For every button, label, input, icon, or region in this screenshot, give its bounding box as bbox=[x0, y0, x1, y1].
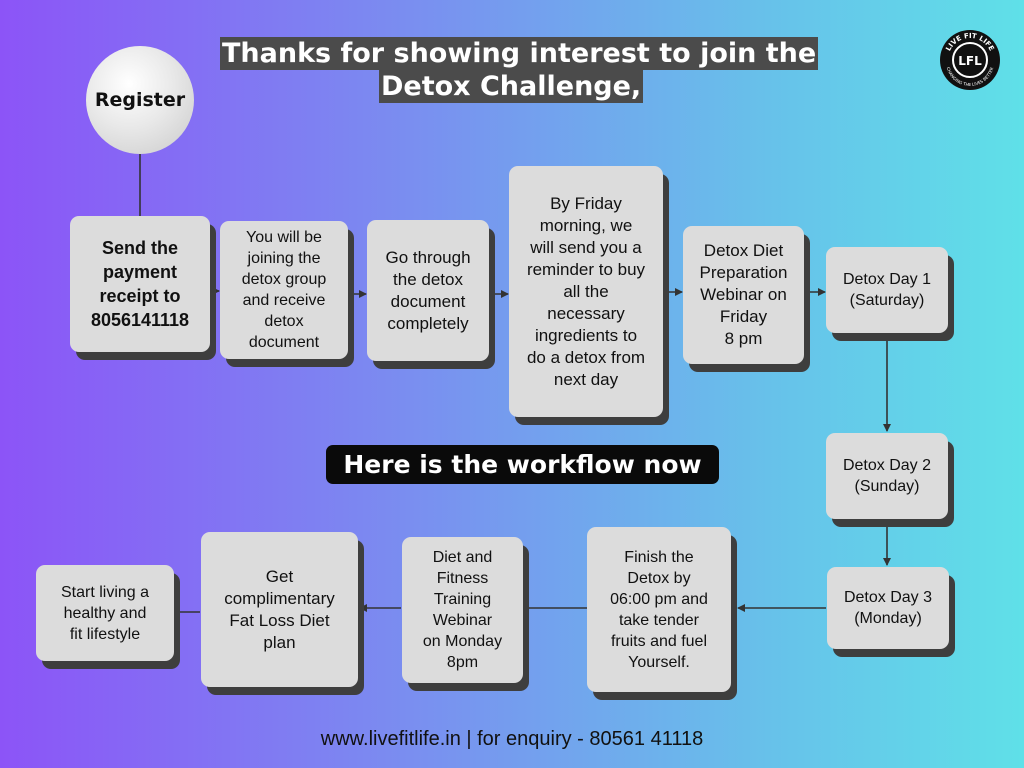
step-preparation-webinar: Detox Diet Preparation Webinar on Friday… bbox=[683, 226, 804, 364]
document-line-3: document bbox=[390, 291, 466, 311]
document-line-1: Go through bbox=[385, 247, 471, 267]
plan-line-4: plan bbox=[263, 632, 296, 652]
day3-line-2: (Monday) bbox=[854, 610, 922, 627]
webinar-line-2: Preparation bbox=[699, 263, 788, 282]
step-training-webinar: Diet and Fitness Training Webinar on Mon… bbox=[402, 537, 523, 683]
group-line-6: document bbox=[248, 334, 320, 351]
day3-line-1: Detox Day 3 bbox=[843, 589, 933, 606]
finish-line-6: Yourself. bbox=[628, 653, 690, 671]
finish-line-1: Finish the bbox=[624, 548, 694, 566]
payment-line-3: receipt to bbox=[99, 286, 181, 306]
step-detox-day-1: Detox Day 1 (Saturday) bbox=[826, 247, 948, 333]
day2-line-2: (Sunday) bbox=[854, 478, 920, 495]
lifestyle-line-2: healthy and bbox=[63, 604, 147, 622]
reminder-line-3: will send you a bbox=[530, 237, 642, 257]
document-line-2: the detox bbox=[393, 269, 463, 289]
training-line-2: Fitness bbox=[436, 570, 489, 587]
reminder-line-5: all the bbox=[563, 281, 609, 301]
group-line-4: and receive bbox=[242, 292, 326, 309]
footer-contact: www.livefitlife.in | for enquiry - 80561… bbox=[320, 728, 704, 750]
group-line-3: detox group bbox=[241, 271, 327, 288]
register-label: Register bbox=[94, 89, 186, 111]
step-send-payment-receipt: Send the payment receipt to 8056141118 bbox=[70, 216, 210, 352]
webinar-line-3: Webinar on bbox=[700, 285, 787, 304]
training-line-3: Training bbox=[433, 591, 492, 608]
register-circle: Register bbox=[86, 46, 194, 154]
workflow-banner-label: Here is the workflow now bbox=[343, 450, 702, 479]
group-line-1: You will be bbox=[246, 229, 322, 246]
step-start-healthy-lifestyle: Start living a healthy and fit lifestyle bbox=[36, 565, 174, 661]
training-line-5: on Monday bbox=[422, 633, 503, 650]
payment-line-1: Send the bbox=[101, 238, 178, 258]
step-detox-day-2: Detox Day 2 (Sunday) bbox=[826, 433, 948, 519]
step-go-through-document: Go through the detox document completely bbox=[367, 220, 489, 361]
day1-line-2: (Saturday) bbox=[849, 292, 925, 309]
webinar-line-5: 8 pm bbox=[724, 329, 763, 348]
training-line-4: Webinar bbox=[432, 612, 493, 629]
reminder-line-6: necessary bbox=[547, 303, 625, 323]
reminder-line-9: next day bbox=[553, 369, 619, 389]
plan-line-3: Fat Loss Diet bbox=[229, 610, 330, 630]
payment-line-2: payment bbox=[102, 262, 178, 282]
reminder-line-4: reminder to buy bbox=[526, 259, 646, 279]
logo-monogram: LFL bbox=[958, 54, 982, 68]
day2-line-1: Detox Day 2 bbox=[842, 457, 932, 474]
day1-line-1: Detox Day 1 bbox=[842, 271, 932, 288]
finish-line-5: fruits and fuel bbox=[610, 632, 708, 650]
webinar-line-1: Detox Diet bbox=[703, 241, 784, 260]
step-friday-reminder: By Friday morning, we will send you a re… bbox=[509, 166, 663, 417]
webinar-line-4: Friday bbox=[719, 307, 768, 326]
step-detox-day-3: Detox Day 3 (Monday) bbox=[827, 567, 949, 649]
step-diet-plan: Get complimentary Fat Loss Diet plan bbox=[201, 532, 358, 687]
step-finish-detox: Finish the Detox by 06:00 pm and take te… bbox=[587, 527, 731, 692]
plan-line-1: Get bbox=[265, 566, 294, 586]
plan-line-2: complimentary bbox=[224, 588, 335, 608]
reminder-line-2: morning, we bbox=[539, 215, 633, 235]
reminder-line-7: ingredients to bbox=[534, 325, 638, 345]
training-line-1: Diet and bbox=[432, 549, 493, 566]
reminder-line-1: By Friday bbox=[550, 193, 622, 213]
finish-line-2: Detox by bbox=[627, 569, 691, 587]
training-line-6: 8pm bbox=[446, 654, 479, 671]
group-line-2: joining the bbox=[247, 250, 321, 267]
finish-line-3: 06:00 pm and bbox=[610, 590, 708, 608]
group-line-5: detox bbox=[264, 313, 304, 330]
finish-line-4: take tender bbox=[618, 611, 700, 629]
title-line-2: Detox Challenge, bbox=[379, 70, 644, 103]
title-line-1: Thanks for showing interest to join the bbox=[220, 37, 819, 70]
workflow-banner: Here is the workflow now bbox=[326, 445, 719, 484]
reminder-line-8: do a detox from bbox=[526, 347, 646, 367]
payment-line-4: 8056141118 bbox=[90, 310, 190, 330]
document-line-4: completely bbox=[387, 313, 469, 333]
step-join-detox-group: You will be joining the detox group and … bbox=[220, 221, 348, 359]
lifestyle-line-3: fit lifestyle bbox=[69, 625, 141, 643]
lifestyle-line-1: Start living a bbox=[60, 583, 150, 601]
live-fit-life-logo: LIVE FIT LIFE CHANGING THE LIVES BETTER … bbox=[938, 28, 1002, 92]
